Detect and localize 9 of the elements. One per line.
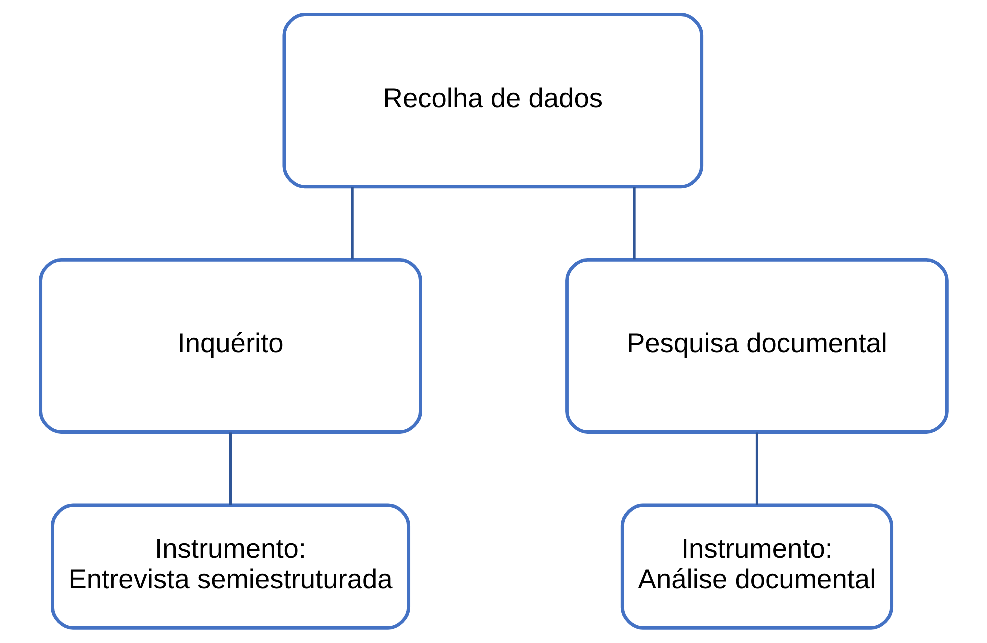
connector <box>755 432 758 506</box>
node-box: Recolha de dados <box>282 13 704 189</box>
node-box: Pesquisa documental <box>565 258 948 434</box>
node-box: Inquérito <box>38 258 422 434</box>
node-box: Instrumento: Análise documental <box>620 504 894 630</box>
node-box: Instrumento: Entrevista semiestruturada <box>50 504 410 630</box>
connector <box>229 432 232 506</box>
connector <box>350 187 354 260</box>
connector <box>632 187 636 260</box>
